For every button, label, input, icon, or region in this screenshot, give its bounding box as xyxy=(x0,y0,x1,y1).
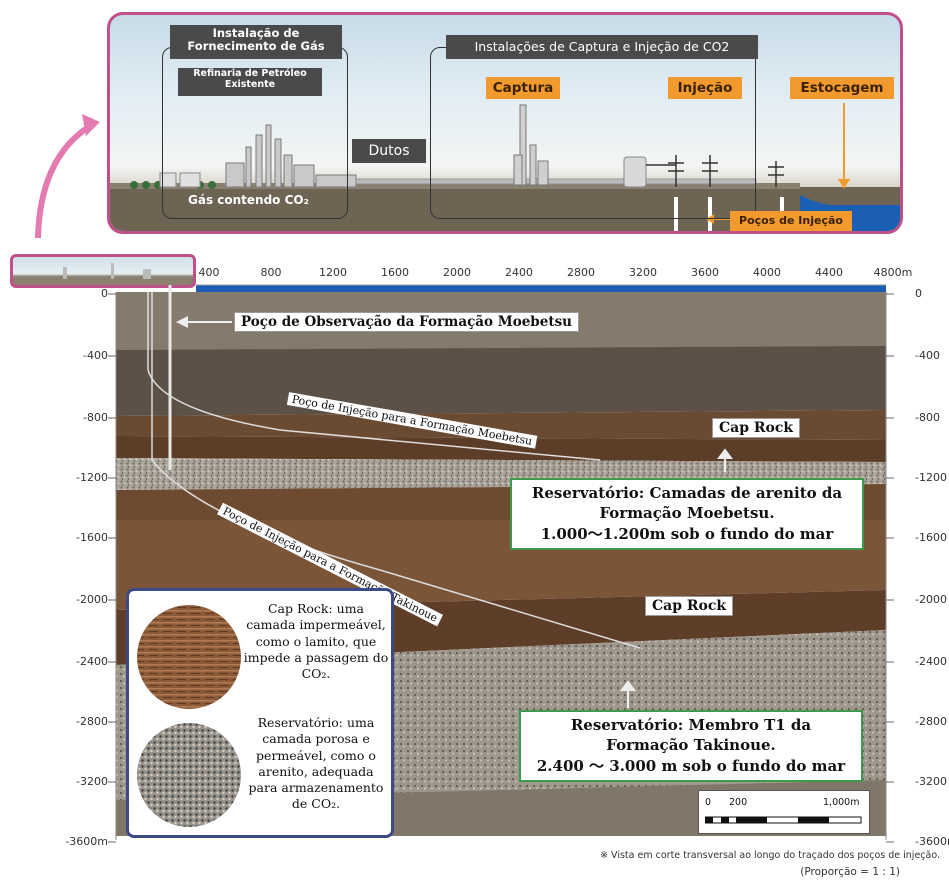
layer-dark-upper xyxy=(116,346,886,416)
y-tick-right-0: 0 xyxy=(915,287,922,300)
footnote-line-1: ※ Vista em corte transversal ao longo do… xyxy=(600,850,940,861)
reservoir-upper-line-2: Formação Moebetsu. xyxy=(599,504,775,523)
reservoir-upper-line-1: Reservatório: Camadas de arenito da xyxy=(531,484,843,502)
injection-label: Injeção xyxy=(668,77,742,99)
legend-reservoir-text: Reservatório: uma camada porosa e permeá… xyxy=(248,715,384,812)
reservoir-upper-line-3: 1.000〜1.200m sob o fundo do mar xyxy=(540,524,834,543)
x-tick-4400: 4400 xyxy=(815,266,843,279)
y-tick-left-400: -400 xyxy=(83,349,108,362)
y-tick-right-3600: -3600m xyxy=(915,835,949,848)
injection-rigs xyxy=(646,155,784,187)
facility-overview-panel: Instalação de Fornecimento de Gás Refina… xyxy=(107,12,903,234)
capture-plant-illustration xyxy=(513,104,549,186)
cap-rock-upper-label: Cap Rock xyxy=(712,418,801,438)
injection-wells-label: Poços de Injeção xyxy=(730,211,852,231)
x-tick-1600: 1600 xyxy=(381,266,409,279)
y-tick-right-2800: -2800 xyxy=(915,715,947,728)
reservoir-lower-line-2: Formação Takinoue. xyxy=(606,736,776,755)
y-tick-right-800: -800 xyxy=(915,411,940,424)
scale-zero: 0 xyxy=(705,797,712,808)
facility-illustration xyxy=(110,103,900,231)
cap-rock-upper-layer xyxy=(116,436,886,462)
reservoir-upper-box: Reservatório: Camadas de arenito da Form… xyxy=(510,478,864,550)
x-tick-4000: 4000 xyxy=(753,266,781,279)
x-tick-800: 800 xyxy=(260,266,282,279)
x-tick-3600: 3600 xyxy=(691,266,719,279)
scale-bar: 0 200 1,000m xyxy=(698,790,870,834)
capture-injection-title: Instalações de Captura e Injeção de CO2 xyxy=(446,35,758,59)
y-tick-left-2000: -2000 xyxy=(76,593,108,606)
reservoir-lower-line-1: Reservatório: Membro T1 da xyxy=(570,716,812,734)
y-tick-right-3200: -3200 xyxy=(915,775,947,788)
refinery-illustration xyxy=(225,124,357,188)
cap-rock-lower-label: Cap Rock xyxy=(645,596,734,616)
y-tick-left-3200: -3200 xyxy=(76,775,108,788)
storage-tank xyxy=(623,156,647,188)
y-tick-left-1600: -1600 xyxy=(76,531,108,544)
axis-ticks xyxy=(108,293,894,843)
reservoir-lower-line-3: 2.400 〜 3.000 m sob o fundo do mar xyxy=(536,756,846,775)
scale-mid: 200 xyxy=(729,797,748,808)
legend-cap-rock-text: Cap Rock: uma camada impermeável, como o… xyxy=(243,601,389,681)
sandstone-sample-icon xyxy=(137,723,241,827)
x-tick-4800: 4800m xyxy=(873,266,913,279)
y-tick-left-2400: -2400 xyxy=(76,655,108,668)
refinery-label: Refinaria de Petróleo Existente xyxy=(178,68,322,96)
y-tick-right-1200: -1200 xyxy=(915,471,947,484)
capture-label: Captura xyxy=(486,77,560,99)
cap-rock-sample-icon xyxy=(137,605,241,709)
y-tick-left-3600: -3600m xyxy=(65,835,108,848)
x-tick-1200: 1200 xyxy=(319,266,347,279)
gas-label: Gás contendo CO₂ xyxy=(188,193,309,207)
y-tick-right-2000: -2000 xyxy=(915,593,947,606)
reservoir-lower-box: Reservatório: Membro T1 da Formação Taki… xyxy=(519,710,863,782)
x-tick-2400: 2400 xyxy=(505,266,533,279)
legend-rock-samples xyxy=(137,605,241,827)
y-tick-left-2800: -2800 xyxy=(76,715,108,728)
moebetsu-injection-well xyxy=(147,292,601,461)
y-tick-left-800: -800 xyxy=(83,411,108,424)
observation-well-label: Poço de Observação da Formação Moebetsu xyxy=(234,312,579,332)
y-tick-left-1200: -1200 xyxy=(76,471,108,484)
y-tick-right-2400: -2400 xyxy=(915,655,947,668)
pipeline-label: Dutos xyxy=(352,139,426,163)
pink-callout-arrow xyxy=(35,114,100,239)
y-tick-left-0: 0 xyxy=(101,287,108,300)
y-tick-right-1600: -1600 xyxy=(915,531,947,544)
sea-floor-water xyxy=(196,285,886,292)
storage-label: Estocagem xyxy=(790,77,894,99)
pipeline xyxy=(355,178,757,185)
rock-type-legend: Cap Rock: uma camada impermeável, como o… xyxy=(126,588,394,838)
x-tick-2800: 2800 xyxy=(567,266,595,279)
x-tick-400: 400 xyxy=(198,266,220,279)
overview-thumbnail xyxy=(10,254,196,288)
gas-supply-title: Instalação de Fornecimento de Gás xyxy=(170,25,342,59)
scale-bar-graphic xyxy=(705,816,862,824)
footnote-line-2: (Proporção = 1 : 1) xyxy=(800,866,900,878)
x-tick-2000: 2000 xyxy=(443,266,471,279)
y-tick-right-400: -400 xyxy=(915,349,940,362)
scale-end: 1,000m xyxy=(823,797,860,808)
x-tick-3200: 3200 xyxy=(629,266,657,279)
